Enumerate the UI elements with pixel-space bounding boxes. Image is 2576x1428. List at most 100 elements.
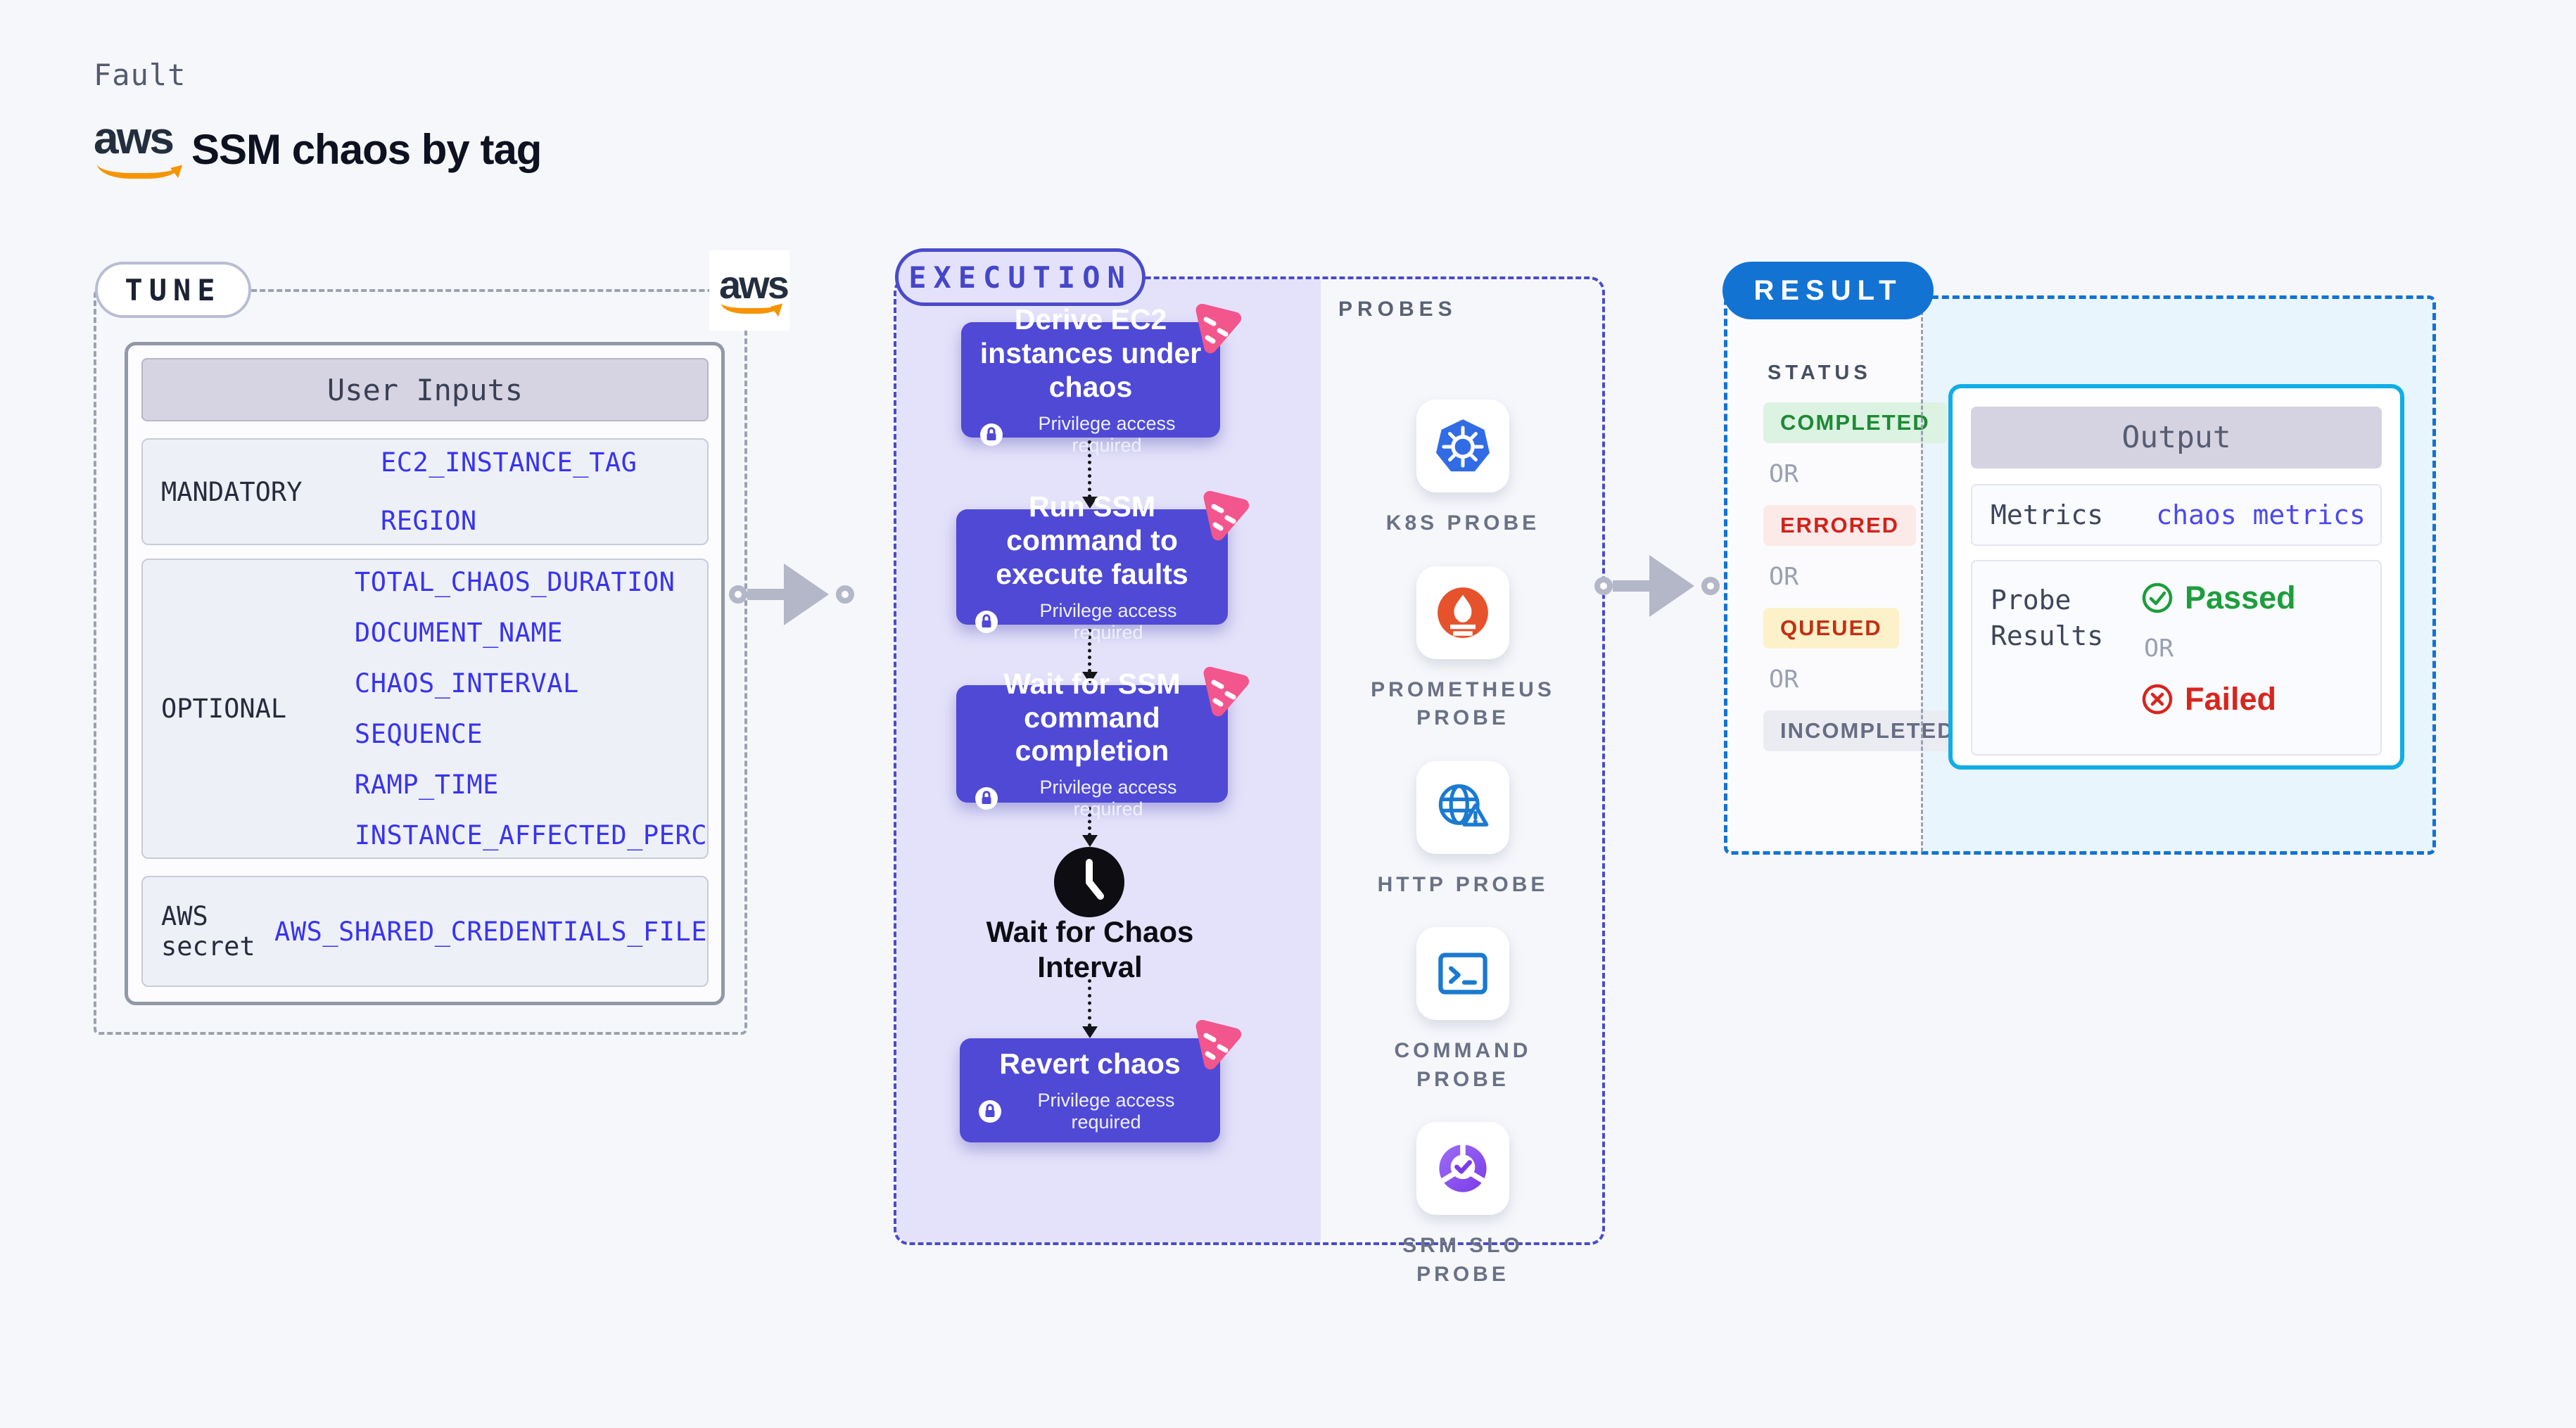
probe-icon [1436, 586, 1490, 639]
aws-secret-label: AWS secret [161, 901, 255, 962]
env-variable: SEQUENCE [354, 719, 483, 749]
probes-list: K8S PROBE PROMETHEUS PROBE [1321, 400, 1605, 1289]
result-section-label: RESULT [1722, 262, 1934, 319]
mandatory-values: EC2_INSTANCE_TAG REGION [381, 447, 637, 536]
connector-arrowhead [1082, 497, 1098, 509]
lock-icon [980, 423, 1003, 446]
lock-icon [975, 610, 998, 633]
arrow-end-dot [1701, 577, 1720, 595]
result-status-panel [1727, 299, 1923, 851]
user-inputs-header: User Inputs [141, 358, 709, 421]
failed-line: Failed [2141, 681, 2296, 718]
http-globe-icon [1438, 784, 1489, 827]
probe-label: SRM SLO PROBE [1402, 1234, 1523, 1286]
srm-slo-icon [1439, 1143, 1487, 1192]
or-text: OR [1769, 563, 1799, 591]
privilege-note-text: Privilege access required [1038, 412, 1176, 456]
probe-results-label: Probe Results [1991, 585, 2104, 652]
status-item: COMPLETED OR [1763, 402, 1947, 505]
probe-item: SRM SLO PROBE [1357, 1122, 1568, 1289]
probe-card [1416, 1122, 1509, 1215]
mandatory-label: MANDATORY [161, 476, 303, 507]
chaos-badge [1181, 298, 1243, 360]
wait-interval-clock [1053, 846, 1126, 919]
privilege-note-text: Privilege access required [1039, 599, 1177, 643]
lock-icon [975, 610, 998, 634]
env-variable: AWS_SHARED_CREDENTIALS_FILE [274, 916, 707, 947]
terminal-icon [1438, 952, 1487, 995]
output-header: Output [1971, 407, 2382, 468]
chaos-logo-icon [1195, 303, 1242, 354]
status-badge: INCOMPLETED [1763, 710, 1972, 751]
step-title: Derive EC2 instances under chaos [979, 303, 1202, 403]
execution-section-outline [894, 276, 1605, 1245]
status-badge: COMPLETED [1763, 402, 1947, 443]
optional-label: OPTIONAL [161, 694, 287, 724]
chaos-logo-icon [1195, 1019, 1242, 1070]
arrow-start-dot [1594, 577, 1613, 595]
lock-icon [979, 423, 1003, 447]
wait-chaos-interval-label: Wait for Chaos Interval [986, 915, 1194, 984]
privilege-note: Privilege access required [978, 1090, 1202, 1133]
probes-section-label: PROBES [1338, 298, 1457, 321]
env-variable: DOCUMENT_NAME [354, 618, 564, 648]
probe-item: HTTP PROBE [1357, 760, 1568, 900]
env-variable: TOTAL_CHAOS_DURATION [354, 567, 675, 597]
env-variable: REGION [381, 506, 477, 536]
status-list: COMPLETED OR ERRORED OR QUEUED OR INCOMP… [1763, 402, 1972, 751]
aws-card: aws [709, 250, 789, 331]
env-variable: EC2_INSTANCE_TAG [381, 447, 637, 478]
aws-logo: aws [94, 115, 182, 183]
status-item: INCOMPLETED OR [1763, 710, 1972, 751]
env-variable: CHAOS_INTERVAL [354, 668, 579, 699]
page-title: SSM chaos by tag [191, 126, 542, 173]
probe-icon [1435, 1141, 1490, 1196]
metrics-value: chaos metrics [2156, 499, 2366, 530]
step-title: Wait for SSM command completion [1003, 667, 1181, 767]
or-text: OR [1769, 665, 1799, 694]
probe-label: PROMETHEUS PROBE [1371, 677, 1555, 730]
privilege-note-text: Privilege access required [1039, 777, 1177, 820]
connector-dotted [1088, 440, 1091, 498]
status-item: ERRORED OR [1763, 505, 1925, 608]
probe-label: HTTP PROBE [1377, 872, 1549, 896]
lock-icon [975, 787, 998, 810]
connector-dotted [1088, 629, 1091, 672]
probe-label: COMMAND PROBE [1394, 1039, 1532, 1091]
mandatory-row: MANDATORY EC2_INSTANCE_TAG REGION [141, 438, 709, 545]
chaos-badge [1181, 1014, 1243, 1076]
metrics-label: Metrics [1991, 499, 2104, 530]
optional-row: OPTIONAL TOTAL_CHAOS_DURATION DOCUMENT_NA… [141, 559, 709, 859]
arrow-start-dot [729, 585, 747, 604]
step-run-ssm-command: Run SSM command to execute faults Privil… [956, 490, 1250, 643]
aws-swoosh-icon [721, 293, 782, 314]
env-variable: INSTANCE_AFFECTED_PERC [354, 820, 707, 850]
clock-icon [1054, 847, 1124, 917]
execution-to-result-arrow [1594, 555, 1720, 617]
probe-results-values: Passed OR Failed [2141, 561, 2296, 754]
lock-icon [979, 1099, 1001, 1123]
connector-arrowhead [1082, 1026, 1098, 1038]
aws-secret-values: AWS_SHARED_CREDENTIALS_FILE [274, 917, 707, 947]
lock-icon [975, 786, 998, 810]
status-title: STATUS [1768, 362, 1872, 384]
probe-card [1416, 400, 1509, 492]
status-item: QUEUED OR [1763, 608, 1925, 710]
arrow-head [1649, 555, 1694, 617]
privilege-note-text: Privilege access required [1037, 1089, 1175, 1133]
lock-icon [978, 1099, 1002, 1123]
aws-logo-small: aws [719, 264, 789, 314]
privilege-note: Privilege access required [979, 413, 1202, 457]
fault-kicker: Fault [94, 58, 186, 92]
failed-text: Failed [2185, 681, 2277, 717]
result-divider [1921, 298, 1923, 852]
probe-results-row: Probe Results Passed OR Faile [1971, 560, 2382, 756]
tune-section-label: TUNE [95, 262, 251, 318]
probe-icon [1435, 949, 1491, 998]
output-card: Output Metrics chaos metrics Probe Resul… [1948, 384, 2404, 770]
arrow-shaft [1613, 580, 1649, 592]
passed-text: Passed [2185, 580, 2296, 616]
arrow-head [784, 563, 829, 625]
arrow-shaft [747, 589, 784, 600]
x-circle-icon [2142, 684, 2173, 715]
